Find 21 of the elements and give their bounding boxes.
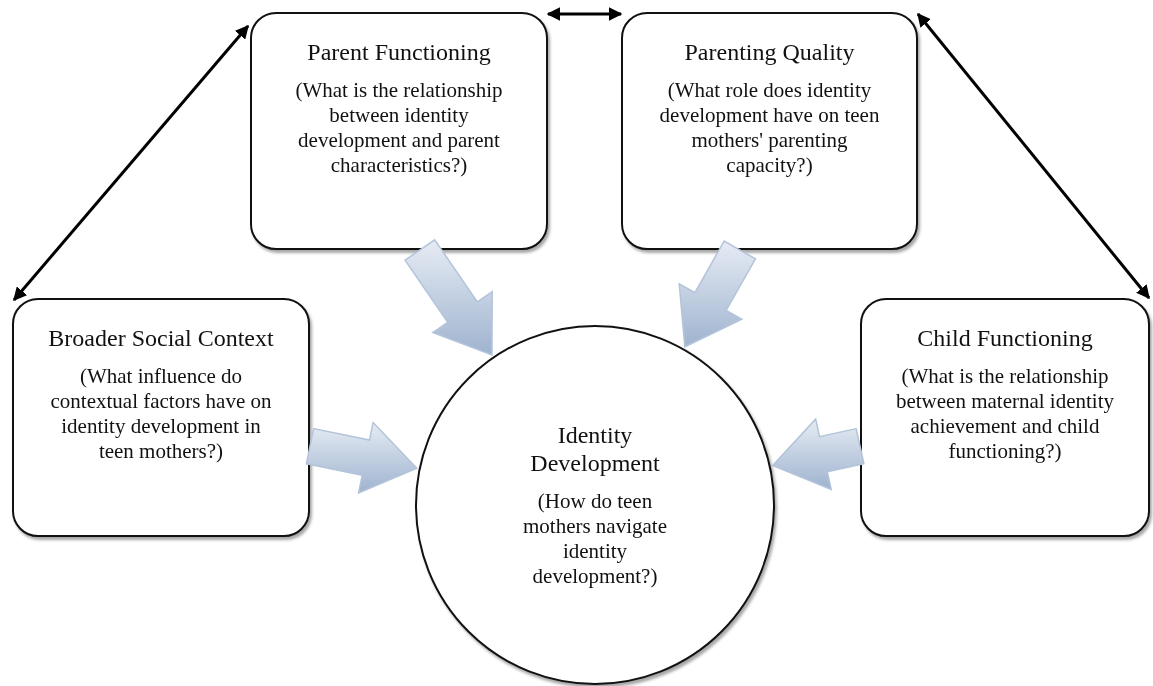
heading: Identity Development bbox=[529, 421, 661, 477]
block-arrow bbox=[678, 240, 757, 348]
arrow bbox=[12, 24, 250, 302]
heading: Parenting Quality bbox=[684, 38, 855, 66]
topic-box bbox=[621, 12, 918, 250]
block-arrow bbox=[403, 238, 493, 357]
block-arrow bbox=[305, 420, 419, 495]
arrow bbox=[546, 7, 623, 21]
block-arrow bbox=[771, 417, 865, 491]
arrow bbox=[916, 12, 1151, 300]
question-text: (What influence do contextual factors have on identity development in teen mothers?) bbox=[49, 364, 273, 464]
topic-box bbox=[12, 298, 310, 537]
question-text: (How do teen mothers navigate identity development?) bbox=[521, 489, 668, 589]
heading: Broader Social Context bbox=[48, 324, 274, 352]
question-text: (What is the relationship between identity development and parent characteristics?) bbox=[294, 78, 504, 178]
question-text: (What is the relationship between maternal identity achievement and child functioning?) bbox=[894, 364, 1116, 464]
heading: Child Functioning bbox=[917, 324, 1093, 352]
heading: Parent Functioning bbox=[307, 38, 491, 66]
topic-box bbox=[860, 298, 1150, 537]
question-text: (What role does identity development have on teen mothers' parenting capacity?) bbox=[658, 78, 881, 178]
topic-box bbox=[250, 12, 548, 250]
